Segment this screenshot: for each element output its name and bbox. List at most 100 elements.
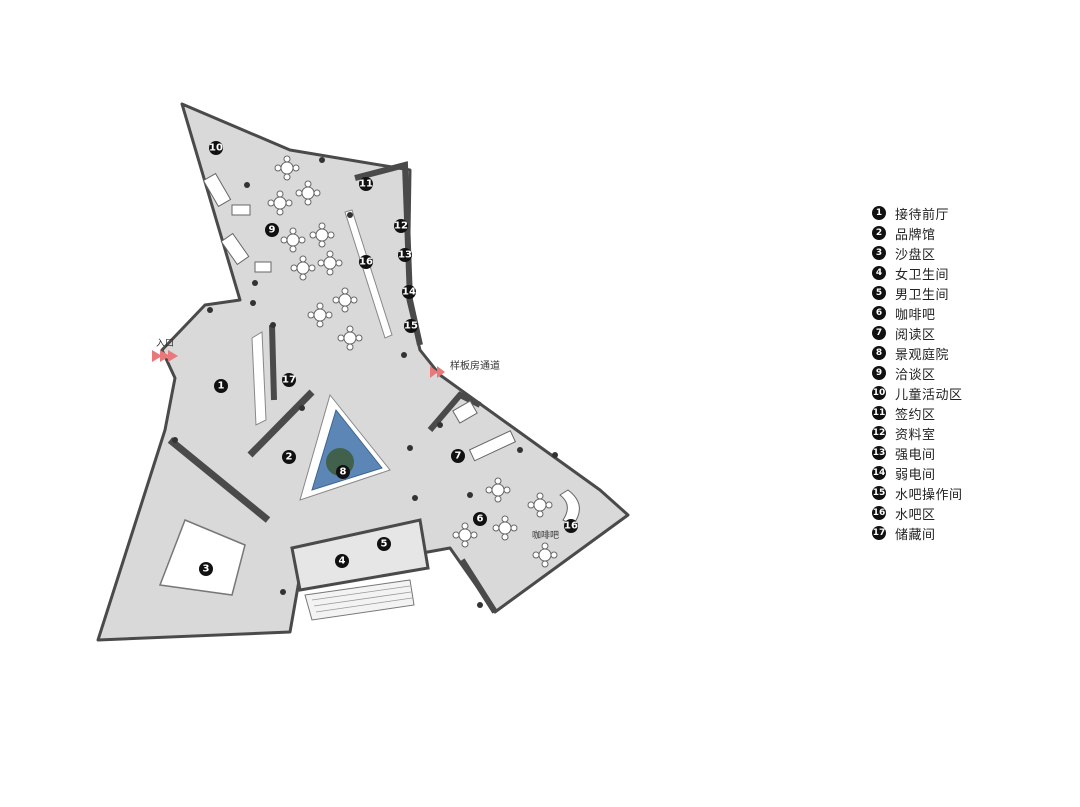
legend-item: 11 签约区 [872,403,1052,423]
toilet-block [290,518,430,592]
marker-12: 12 [394,219,408,233]
legend-number-badge: 15 [872,486,886,500]
passage-arrow [430,366,445,378]
legend-item: 10 儿童活动区 [872,383,1052,403]
legend-number-badge: 11 [872,406,886,420]
svg-text:16: 16 [359,257,373,268]
legend-number-badge: 3 [872,246,886,260]
passage-label: 样板房通道 [450,359,500,372]
legend-item: 12 资料室 [872,423,1052,443]
marker-16a: 16 [359,255,373,269]
svg-text:1: 1 [218,381,225,392]
svg-text:5: 5 [381,539,388,550]
svg-text:14: 14 [402,287,416,298]
marker-2: 2 [282,450,296,464]
legend-label: 沙盘区 [895,247,936,263]
cafe-area-label: 咖啡吧 [532,529,559,541]
legend-label: 弱电间 [895,467,936,483]
columns [172,157,558,608]
legend-label: 储藏间 [895,527,936,543]
marker-8: 8 [336,465,350,479]
svg-text:16: 16 [564,521,578,532]
legend-label: 儿童活动区 [895,387,963,403]
legend-item: 13 强电间 [872,443,1052,463]
sand-table [158,519,246,596]
legend-number-badge: 4 [872,266,886,280]
svg-text:12: 12 [394,221,408,232]
reading-furniture [452,400,580,526]
svg-text:7: 7 [455,451,462,462]
cafe-wall [427,391,482,432]
svg-text:6: 6 [477,514,484,525]
marker-7: 7 [451,449,465,463]
display-panel [251,331,267,426]
marker-6: 6 [473,512,487,526]
legend-label: 女卫生间 [895,267,950,283]
brand-wall [247,389,315,458]
marker-11: 11 [359,177,373,191]
legend-item: 2 品牌馆 [872,223,1052,243]
legend-number-badge: 10 [872,386,886,400]
legend-item: 6 咖啡吧 [872,303,1052,323]
kids-area-furniture [202,172,272,273]
legend-label: 资料室 [895,427,936,443]
legend-item: 1 接待前厅 [872,203,1052,223]
svg-text:15: 15 [404,321,418,332]
legend-number-badge: 12 [872,426,886,440]
svg-text:3: 3 [203,564,210,575]
svg-text:13: 13 [398,250,412,261]
svg-text:9: 9 [269,225,276,236]
legend-item: 16 水吧区 [872,503,1052,523]
marker-4: 4 [335,554,349,568]
marker-3: 3 [199,562,213,576]
legend-label: 景观庭院 [895,347,950,363]
storage-wall [269,324,277,401]
legend-number-badge: 8 [872,346,886,360]
legend-number-badge: 1 [872,206,886,220]
legend-number-badge: 9 [872,366,886,380]
legend-item: 14 弱电间 [872,463,1052,483]
legend-item: 8 景观庭院 [872,343,1052,363]
diagonal-wall-west [167,437,271,523]
marker-13: 13 [398,248,412,262]
legend-number-badge: 17 [872,526,886,540]
stairs [304,579,415,621]
legend-label: 男卫生间 [895,287,950,303]
marker-15: 15 [404,319,418,333]
legend-number-badge: 13 [872,446,886,460]
legend-label: 水吧区 [895,507,936,523]
svg-text:8: 8 [340,467,347,478]
legend-label: 签约区 [895,407,936,423]
entrance-arrow [152,350,178,362]
legend-label: 品牌馆 [895,227,936,243]
cafe-south-wall [459,558,498,614]
marker-17: 17 [282,373,296,387]
marker-14: 14 [402,285,416,299]
legend-number-badge: 16 [872,506,886,520]
legend-number-badge: 14 [872,466,886,480]
svg-text:2: 2 [286,452,293,463]
legend-item: 9 洽谈区 [872,363,1052,383]
legend-label: 强电间 [895,447,936,463]
legend-label: 接待前厅 [895,207,950,223]
legend-item: 17 储藏间 [872,523,1052,543]
entrance-label: 入口 [156,338,174,349]
legend-label: 阅读区 [895,327,936,343]
marker-1: 1 [214,379,228,393]
bar-counter [344,209,393,339]
legend-item: 4 女卫生间 [872,263,1052,283]
legend-label: 咖啡吧 [895,307,936,323]
svg-text:4: 4 [339,556,346,567]
legend-item: 3 沙盘区 [872,243,1052,263]
marker-9: 9 [265,223,279,237]
svg-text:17: 17 [282,375,296,386]
legend-label: 洽谈区 [895,367,936,383]
legend-number-badge: 2 [872,226,886,240]
marker-5: 5 [377,537,391,551]
legend-number-badge: 6 [872,306,886,320]
